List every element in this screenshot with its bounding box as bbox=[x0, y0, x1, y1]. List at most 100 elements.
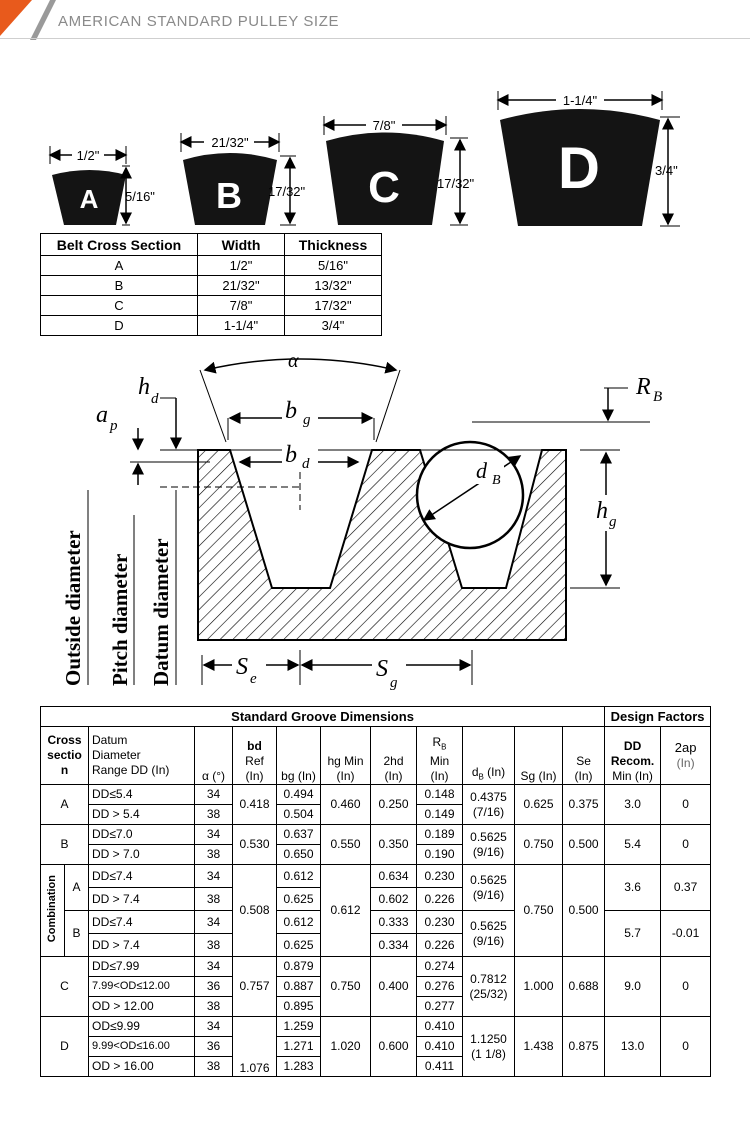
table-cell: 5.4 bbox=[604, 824, 662, 865]
table-cell: 0.250 bbox=[370, 784, 417, 825]
table-cell: 0.750 bbox=[320, 956, 371, 1017]
table-cell: 0.750 bbox=[514, 824, 563, 865]
table-cell: 0.602 bbox=[370, 887, 417, 911]
table-cell: 0.612 bbox=[276, 864, 321, 888]
table-cell: B bbox=[40, 275, 198, 296]
table-cell: 0.612 bbox=[320, 864, 371, 957]
table-cell: 0.5625(9/16) bbox=[462, 864, 515, 911]
table-cell: 0.650 bbox=[276, 844, 321, 865]
table-cell: 0.148 bbox=[416, 784, 463, 805]
table-cell: 0.226 bbox=[416, 887, 463, 911]
table-cell: DD > 7.0 bbox=[88, 844, 195, 865]
table-cell: 38 bbox=[194, 887, 233, 911]
table-cell: 1.259 bbox=[276, 1016, 321, 1037]
table-cell: 38 bbox=[194, 844, 233, 865]
table-cell: 0.625 bbox=[276, 887, 321, 911]
table-row: D OD≤9.99 34 1.076 1.259 1.020 0.600 0.4… bbox=[40, 1016, 712, 1077]
table-cell: 0.600 bbox=[370, 1016, 417, 1077]
table-cell: 1.438 bbox=[514, 1016, 563, 1077]
table-cell: A bbox=[40, 255, 198, 276]
table-cell: 0.189 bbox=[416, 824, 463, 845]
profile-d: 1-1/4" D 3/4" bbox=[496, 91, 680, 227]
table-cell: D bbox=[40, 315, 198, 336]
table-cell: DD≤7.4 bbox=[88, 864, 195, 888]
profile-c-letter: C bbox=[368, 163, 400, 212]
hg-label-sub: g bbox=[609, 514, 617, 530]
table-cell: 38 bbox=[194, 1056, 233, 1077]
header-se: Se(In) bbox=[561, 726, 606, 785]
gauge-ball bbox=[415, 440, 525, 550]
section-b: B bbox=[40, 824, 89, 865]
table-cell: 0.375 bbox=[561, 784, 606, 825]
table-cell: 1.283 bbox=[276, 1056, 321, 1077]
table-row: OD > 12.00 38 0.895 0.277 bbox=[41, 996, 711, 1017]
header-2ap: 2ap(In) bbox=[660, 726, 712, 785]
se-label-sub: e bbox=[250, 671, 257, 687]
table-row: B DD≤7.4 34 0.612 0.333 0.230 0.5625(9/1… bbox=[41, 910, 712, 957]
table-cell: 0.5625(9/16) bbox=[462, 824, 515, 865]
table-cell: 1.000 bbox=[514, 956, 563, 1017]
table-cell: 0.494 bbox=[276, 784, 321, 805]
table-cell: 34 bbox=[194, 864, 233, 888]
rb-label-sub: B bbox=[653, 389, 662, 405]
table-cell: 0 bbox=[660, 1016, 712, 1077]
header-sg: Sg (In) bbox=[514, 726, 563, 785]
combination-a: A bbox=[64, 864, 89, 911]
table-row: DD > 7.0 38 0.650 0.190 bbox=[41, 844, 711, 865]
table-cell: 0.875 bbox=[561, 1016, 606, 1077]
profile-b: 21/32" B 17/32" bbox=[179, 133, 306, 226]
hg-label: h bbox=[596, 498, 608, 524]
table-cell: 1/2" bbox=[197, 255, 285, 276]
ap-label-sub: p bbox=[109, 418, 118, 434]
header-divider bbox=[0, 38, 750, 39]
table-cell: 0.37 bbox=[660, 864, 712, 911]
table-cell: 1-1/4" bbox=[197, 315, 285, 336]
section-a: A bbox=[40, 784, 89, 825]
header-cell: Width bbox=[197, 233, 285, 256]
table-row: A DD≤5.4 34 0.418 0.494 0.460 0.250 0.14… bbox=[40, 784, 712, 825]
header-cell: Thickness bbox=[284, 233, 382, 256]
table-cell: 34 bbox=[194, 824, 233, 845]
table-cell: 0.418 bbox=[232, 784, 277, 825]
profile-b-height: 17/32" bbox=[268, 184, 306, 199]
table-cell: 0.637 bbox=[276, 824, 321, 845]
table-cell: 0.460 bbox=[320, 784, 371, 825]
table-row: DD > 5.4 38 0.504 0.149 bbox=[41, 804, 711, 825]
table-cell: 0.190 bbox=[416, 844, 463, 865]
table-cell: 0.530 bbox=[232, 824, 277, 865]
table-cell: 1.1250(1 1/8) bbox=[462, 1016, 515, 1077]
table-cell: OD≤9.99 bbox=[88, 1016, 195, 1037]
profile-a: 1/2" A 5/16" bbox=[48, 146, 155, 226]
db-label: d bbox=[476, 458, 488, 483]
header-bg: bg (In) bbox=[276, 726, 321, 785]
hd-label-sub: d bbox=[151, 391, 159, 407]
table-cell: 0.400 bbox=[370, 956, 417, 1017]
alpha-label: α bbox=[288, 350, 299, 372]
profile-d-letter: D bbox=[558, 136, 600, 201]
table-cell: 0.277 bbox=[416, 996, 463, 1017]
table-cell: 1.271 bbox=[276, 1036, 321, 1057]
table-cell: 38 bbox=[194, 933, 233, 957]
section-d: D bbox=[40, 1016, 89, 1077]
table-cell: 0.333 bbox=[370, 910, 417, 934]
profile-b-width: 21/32" bbox=[211, 135, 249, 150]
table-cell: 9.0 bbox=[604, 956, 662, 1017]
groove-diagram: d B α b g b d h d a p R B h g Outside di… bbox=[61, 350, 662, 691]
table-header-row: Belt Cross Section Width Thickness bbox=[40, 233, 382, 256]
bg-label: b bbox=[285, 398, 297, 424]
table-cell: 9.99<OD≤16.00 bbox=[88, 1036, 195, 1057]
table-row: DD > 7.4 38 0.625 0.602 0.226 bbox=[41, 887, 711, 911]
table-row: OD > 16.00 38 1.283 0.411 bbox=[41, 1056, 711, 1077]
table-cell: 0.350 bbox=[370, 824, 417, 865]
profile-c-width: 7/8" bbox=[373, 118, 396, 133]
table-cell: 0.410 bbox=[416, 1036, 463, 1057]
sg-label-sub: g bbox=[390, 675, 398, 691]
datum-diameter-label: Datum diameter bbox=[149, 538, 173, 686]
table-title: Standard Groove Dimensions bbox=[39, 706, 606, 727]
table-cell: 5.7 bbox=[604, 910, 662, 957]
table-cell: 0.895 bbox=[276, 996, 321, 1017]
